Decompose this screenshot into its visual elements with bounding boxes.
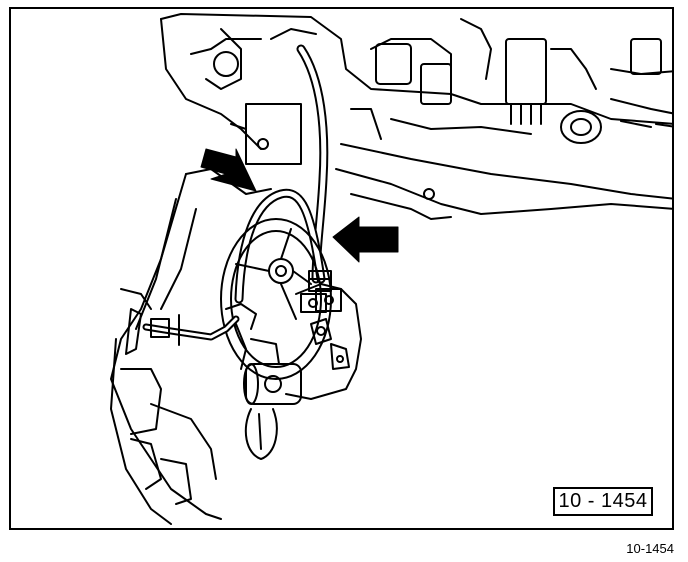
figure-code: 10-1454	[626, 541, 674, 556]
engine-illustration	[110, 13, 672, 525]
pressure-line-fitting	[142, 314, 240, 346]
arrow-right	[332, 216, 399, 263]
figure-label: 10 - 1454	[553, 487, 653, 516]
power-steering-pump	[225, 283, 362, 405]
cooling-fan	[220, 218, 332, 460]
engine-block	[160, 13, 672, 220]
figure-frame: 10 - 1454	[9, 7, 674, 530]
hose-fitting-top	[308, 270, 332, 292]
arrow-upper-left	[200, 148, 257, 192]
fan-shroud	[110, 168, 272, 525]
